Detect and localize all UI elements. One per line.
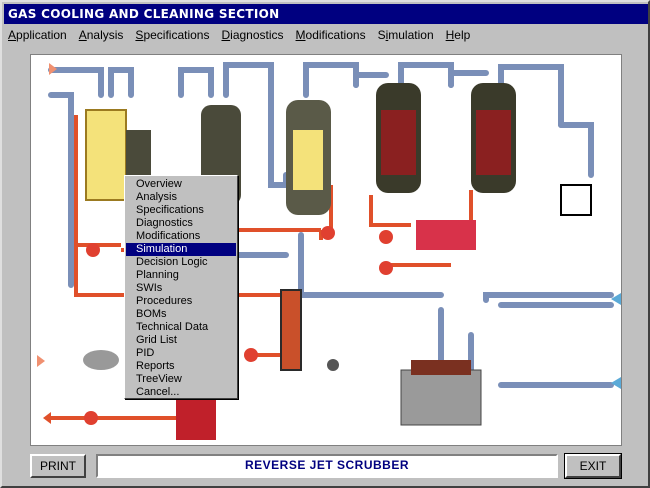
context-menu-item-treeview[interactable]: TreeView — [136, 373, 182, 385]
context-menu-item-procedures[interactable]: Procedures — [136, 295, 193, 307]
menu-bar: Application Analysis Specifications Diag… — [4, 25, 648, 45]
exit-button[interactable]: EXIT — [564, 453, 622, 479]
menu-modifications[interactable]: Modifications — [295, 28, 366, 42]
context-menu-item-overview[interactable]: Overview — [136, 178, 182, 190]
vessels — [85, 83, 592, 440]
context-menu-item-decision-logic[interactable]: Decision Logic — [136, 256, 208, 268]
context-menu-item-modifications[interactable]: Modifications — [136, 230, 201, 242]
outlet-arrow-icon — [611, 293, 621, 305]
menu-help[interactable]: Help — [445, 28, 471, 42]
context-menu-item-boms[interactable]: BOMs — [136, 308, 167, 320]
context-menu-item-analysis[interactable]: Analysis — [136, 191, 177, 203]
blower-icon — [327, 359, 339, 371]
context-menu-item-pid[interactable]: PID — [136, 347, 155, 359]
print-button[interactable]: PRINT — [30, 454, 86, 478]
menu-specifications[interactable]: Specifications — [135, 28, 210, 42]
process-schematic — [37, 62, 621, 440]
context-menu-item-specifications[interactable]: Specifications — [136, 204, 204, 216]
drain-arrow-icon — [43, 412, 51, 424]
context-menu-item-planning[interactable]: Planning — [136, 269, 179, 281]
context-menu-item-swis[interactable]: SWIs — [136, 282, 163, 294]
pump-icons — [84, 226, 393, 425]
outlet-arrow-icon-2 — [611, 377, 621, 389]
context-menu-item-simulation[interactable]: Simulation — [126, 243, 236, 256]
context-menu-item-grid-list[interactable]: Grid List — [136, 334, 177, 346]
fan-icon — [83, 350, 119, 370]
status-field: REVERSE JET SCRUBBER — [96, 454, 558, 478]
menu-application[interactable]: Application — [8, 28, 67, 42]
bottom-toolbar: PRINT REVERSE JET SCRUBBER EXIT — [30, 452, 624, 480]
context-menu-item-reports[interactable]: Reports — [136, 360, 175, 372]
context-menu-item-cancel[interactable]: Cancel... — [136, 386, 180, 398]
menu-simulation[interactable]: Simulation — [377, 28, 434, 42]
context-menu-item-diagnostics[interactable]: Diagnostics — [136, 217, 193, 229]
menu-analysis[interactable]: Analysis — [78, 28, 124, 42]
window-title: GAS COOLING AND CLEANING SECTION — [4, 4, 648, 24]
inlet-arrow-icon-2 — [37, 355, 45, 367]
context-menu-item-technical-data[interactable]: Technical Data — [136, 321, 209, 333]
inlet-arrow-icon — [49, 63, 57, 75]
menu-diagnostics[interactable]: Diagnostics — [221, 28, 284, 42]
